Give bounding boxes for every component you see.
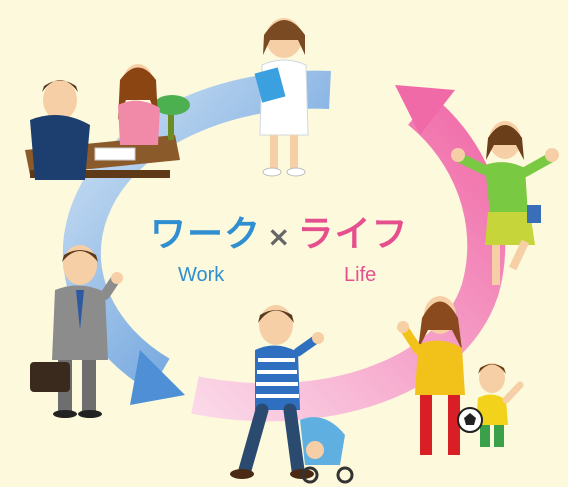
businessman-with-briefcase-illustration xyxy=(30,245,123,418)
life-en-label: Life xyxy=(344,264,377,286)
work-arrow xyxy=(62,70,331,405)
life-jp-label: ライフ xyxy=(297,214,409,255)
times-symbol: × xyxy=(267,220,292,253)
work-times-life-title: ワーク×ライフ xyxy=(150,205,430,257)
father-with-stroller-illustration xyxy=(230,305,354,484)
nurse-with-clipboard-illustration xyxy=(254,18,309,177)
work-en-label: Work xyxy=(178,264,225,286)
meeting-people-illustration xyxy=(25,64,190,180)
mother-and-child-with-soccer-ball-illustration xyxy=(397,296,524,455)
cheering-woman-illustration xyxy=(451,121,559,285)
work-jp-label: ワーク xyxy=(150,214,262,255)
